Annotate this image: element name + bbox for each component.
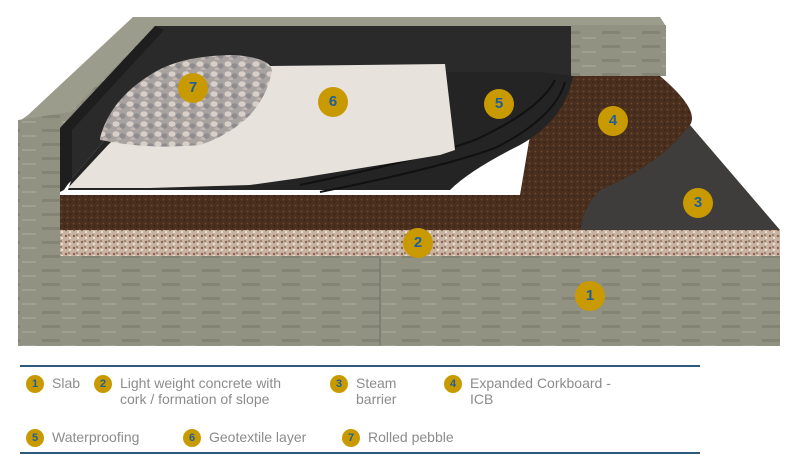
legend-label: Geotextile layer	[209, 429, 307, 445]
legend-badge: 5	[26, 429, 44, 447]
marker-waterproofing: 5	[484, 89, 514, 119]
legend-label: Rolled pebble	[368, 429, 454, 445]
roof-cross-section-illustration	[18, 17, 780, 346]
legend-badge: 7	[342, 429, 360, 447]
legend-item-waterproofing: 5 Waterproofing	[26, 429, 139, 447]
marker-expanded-corkboard: 4	[598, 106, 628, 136]
legend-badge: 3	[330, 375, 348, 393]
legend-top-divider	[20, 365, 700, 367]
legend-badge: 6	[183, 429, 201, 447]
legend-label: Light weight concrete with cork / format…	[120, 375, 282, 407]
marker-rolled-pebble: 7	[178, 73, 208, 103]
legend-item-rolled-pebble: 7 Rolled pebble	[342, 429, 454, 447]
legend-badge: 4	[444, 375, 462, 393]
marker-steam-barrier: 3	[683, 188, 713, 218]
marker-light-weight-concrete: 2	[403, 228, 433, 258]
marker-slab: 1	[575, 281, 605, 311]
marker-geotextile: 6	[318, 87, 348, 117]
legend-label: Steam barrier	[356, 375, 397, 407]
legend-badge: 1	[26, 375, 44, 393]
legend-bottom-divider	[20, 452, 700, 454]
legend-badge: 2	[94, 375, 112, 393]
legend-item-geotextile: 6 Geotextile layer	[183, 429, 306, 447]
roof-layers-diagram: 1 2 3 4 5 6 7	[18, 17, 780, 346]
legend-item-slab: 1 Slab	[26, 375, 80, 393]
legend-item-steam-barrier: 3 Steam barrier	[330, 375, 406, 407]
legend-item-light-weight-concrete: 2 Light weight concrete with cork / form…	[94, 375, 300, 407]
legend-item-expanded-corkboard: 4 Expanded Corkboard - ICB	[444, 375, 620, 407]
legend-label: Slab	[52, 375, 81, 391]
legend-label: Expanded Corkboard - ICB	[470, 375, 611, 407]
legend-label: Waterproofing	[52, 429, 140, 445]
